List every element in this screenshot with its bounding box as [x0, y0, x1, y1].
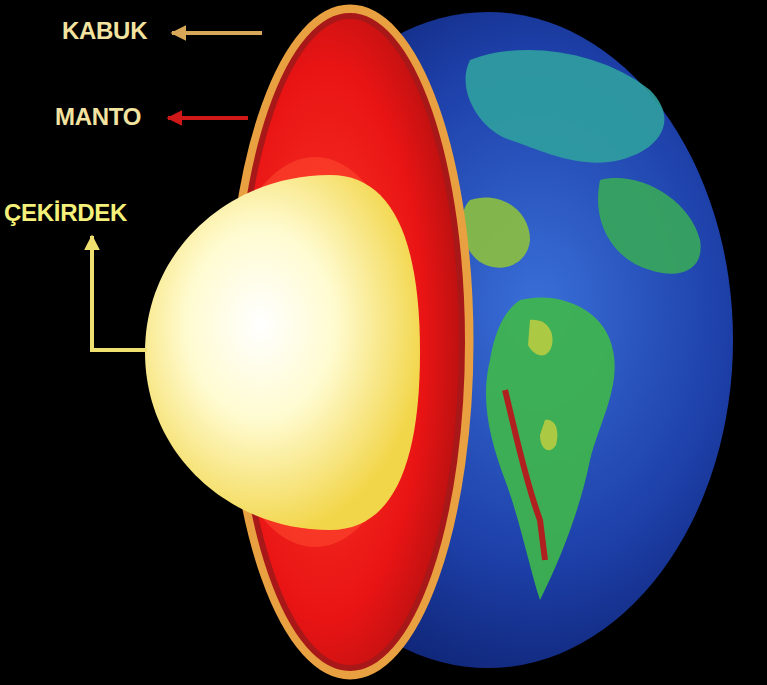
layer-label: KABUK — [62, 18, 147, 44]
layer-label: ÇEKİRDEK — [4, 200, 127, 226]
leader-arrow — [92, 236, 147, 350]
leader-arrow — [172, 31, 262, 35]
layer-label: MANTO — [55, 104, 141, 130]
andes-ridge — [505, 390, 545, 560]
leader-arrow — [168, 116, 248, 120]
continents — [462, 50, 701, 600]
core-sphere — [145, 175, 420, 530]
terrain-highlights — [528, 320, 557, 450]
